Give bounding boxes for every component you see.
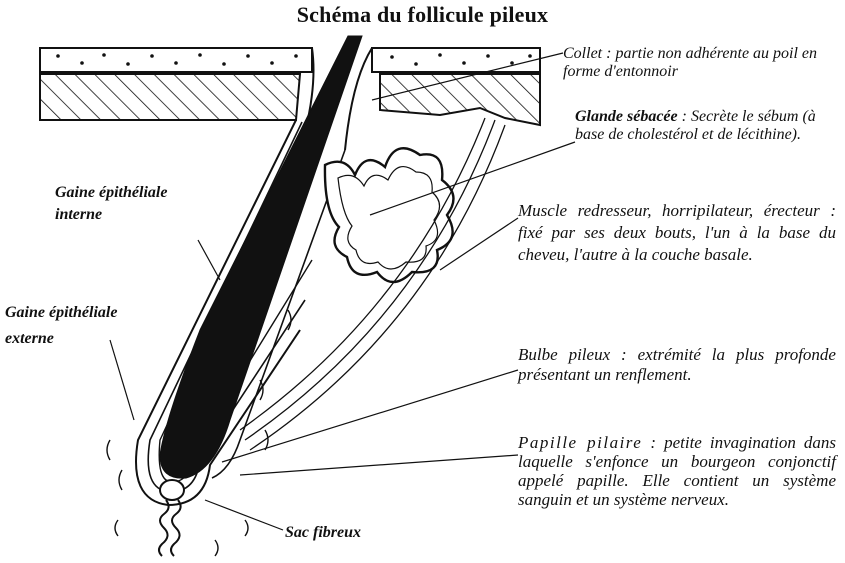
label-muscle: Muscle redresseur, horripilateur, érecte… [518,201,836,264]
sebaceous-gland [323,147,455,284]
label-gaine-interne: Gaine épithéliale interne [55,184,168,223]
label-glande: Glande sébacée : Secrète le sébum (à bas… [575,108,816,143]
leader-lines [109,52,576,531]
label-collet-name: Collet [563,45,603,62]
label-papille: Papille pilaire : petite invagination da… [518,433,836,509]
label-collet: Collet : partie non adhérente au poil en… [563,45,818,80]
label-sac-fibreux: Sac fibreux [285,524,361,541]
label-glande-name: Glande sébacée [575,108,678,125]
label-bulbe-name: Bulbe pileux [518,345,611,364]
epidermis-layer [39,47,541,73]
hair-shaft [159,35,363,479]
label-muscle-name: Muscle redresseur, horripilateur, érecte… [518,201,820,220]
diagram-title: Schéma du follicule pileux [296,2,549,27]
label-papille-name: Papille pilaire [518,433,643,452]
label-bulbe-desc: extrémité la plus profonde présentant un… [518,345,836,384]
dermis-hatched-layer [39,73,541,127]
label-gaine-externe: Gaine épithéliale externe [5,304,118,347]
label-bulbe: Bulbe pileux : extrémité la plus profond… [518,345,836,384]
arrector-muscle [239,117,506,451]
papilla [158,479,185,557]
sebaceous-gland-inner [337,165,441,270]
label-collet-desc: partie non adhérente au poil en forme d'… [563,45,818,80]
label-glande-desc: Secrète le sébum (à base de cholestérol … [575,108,816,143]
label-muscle-desc: fixé par ses deux bouts, l'un à la base … [518,223,836,264]
label-papille-desc: petite invagination dans laquelle s'enfo… [518,433,836,509]
